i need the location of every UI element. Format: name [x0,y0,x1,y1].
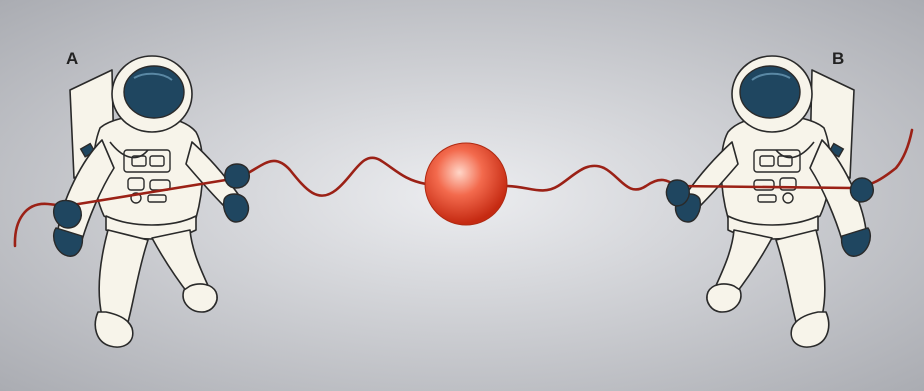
glove-b-right [850,178,873,202]
label-b: B [832,49,844,69]
ball-icon [425,143,507,225]
label-a: A [66,49,78,69]
glove-a-left [54,201,82,228]
glove-b-left [666,180,689,206]
glove-a-right [225,164,250,188]
